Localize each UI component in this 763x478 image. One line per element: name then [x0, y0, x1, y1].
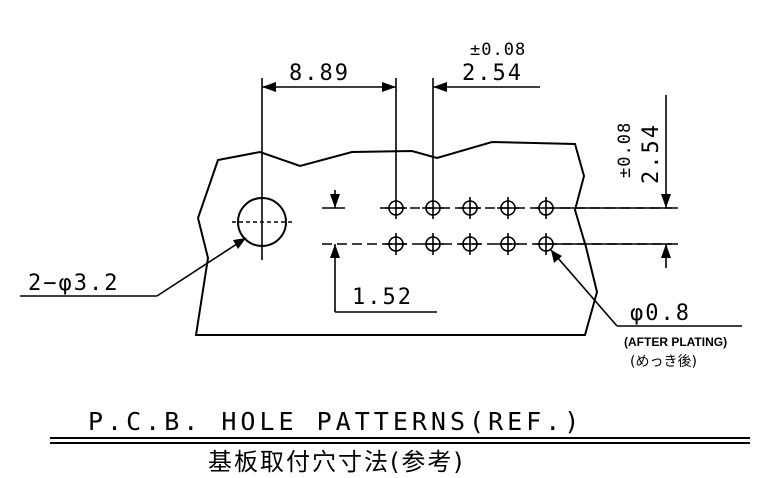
callout-mounting-hole: 2−φ3.2	[20, 237, 247, 297]
mounting-hole	[232, 183, 292, 260]
signal-hole	[535, 233, 557, 255]
dim-pitch-vertical-label: 2.54	[639, 123, 664, 184]
mounting-hole-label: 2−φ3.2	[28, 271, 119, 296]
signal-hole	[385, 197, 407, 219]
dim-pitch-horizontal: ±0.08 2.54	[433, 40, 540, 92]
board-outline	[194, 140, 599, 336]
dim-8-89: 8.89	[262, 61, 396, 92]
title-japanese: 基板取付穴寸法(参考)	[208, 448, 465, 476]
dim-pitch-horizontal-label: 2.54	[462, 61, 523, 86]
signal-hole	[385, 233, 407, 255]
signal-hole	[497, 197, 519, 219]
dim-1-52-label: 1.52	[352, 285, 413, 310]
callout-signal-hole: φ0.8 (AFTER PLATING) (めっき後)	[550, 249, 742, 370]
dim-pitch-horizontal-tolerance: ±0.08	[470, 40, 526, 60]
title-english: P.C.B. HOLE PATTERNS(REF.)	[88, 407, 583, 436]
signal-hole	[422, 197, 444, 219]
signal-hole	[459, 233, 481, 255]
signal-hole	[422, 233, 444, 255]
signal-hole-grid	[385, 197, 557, 255]
dim-1-52: 1.52	[322, 190, 437, 313]
signal-hole-label: φ0.8	[630, 301, 691, 326]
signal-hole	[497, 233, 519, 255]
signal-hole	[459, 197, 481, 219]
after-plating-jp-label: (めっき後)	[630, 354, 697, 370]
after-plating-label: (AFTER PLATING)	[624, 335, 727, 349]
dim-8-89-label: 8.89	[289, 61, 350, 86]
signal-hole	[535, 197, 557, 219]
dim-pitch-vertical: ±0.08 2.54	[557, 95, 678, 268]
dim-pitch-vertical-tolerance: ±0.08	[615, 122, 635, 178]
